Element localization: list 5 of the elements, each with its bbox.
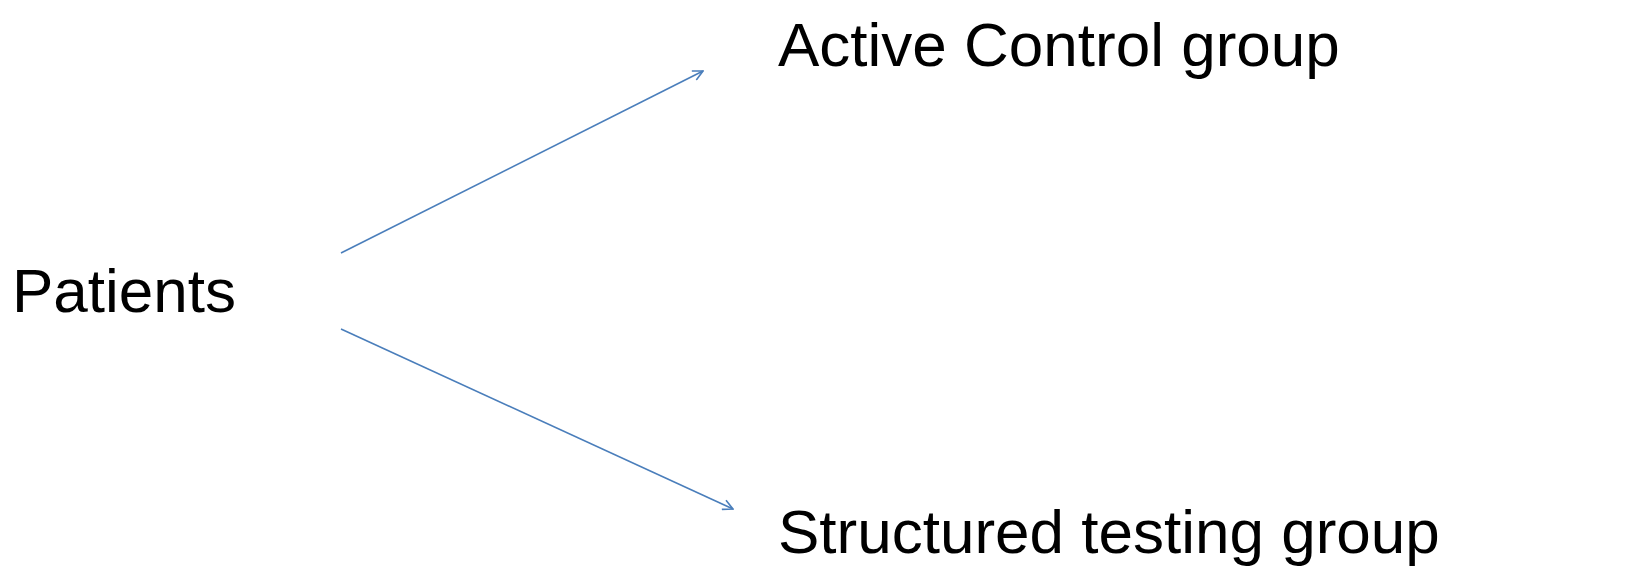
group-label: Structured testing group — [778, 495, 1440, 567]
arrow — [340, 70, 704, 254]
group-label: Patients — [12, 254, 237, 326]
group-label: Active Control group — [778, 8, 1340, 80]
arrow — [340, 328, 734, 511]
